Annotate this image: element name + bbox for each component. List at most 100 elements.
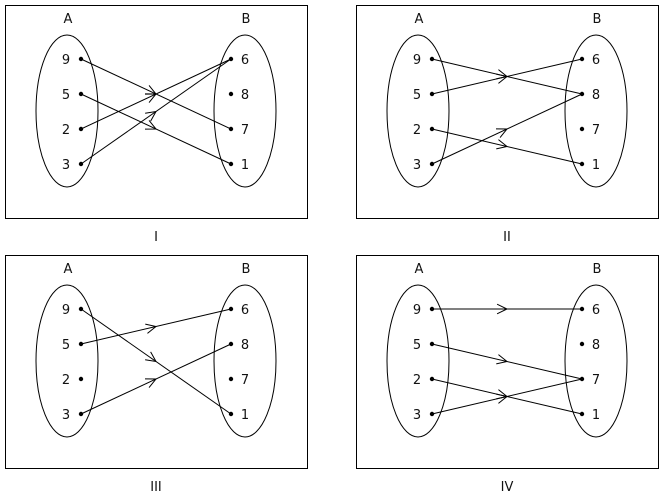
set-b-element: 6 bbox=[592, 53, 600, 68]
set-a-element: 2 bbox=[413, 373, 421, 388]
set-b-element: 8 bbox=[592, 88, 600, 103]
set-b-element: 6 bbox=[241, 303, 249, 318]
arrowhead bbox=[145, 323, 158, 334]
element-dot bbox=[228, 126, 234, 132]
element-dot bbox=[429, 91, 435, 97]
set-a-element: 3 bbox=[413, 408, 421, 423]
element-dot bbox=[579, 306, 585, 312]
element-dot bbox=[579, 411, 585, 417]
set-a-ellipse bbox=[35, 284, 99, 438]
element-dot bbox=[78, 411, 84, 417]
element-dot bbox=[228, 56, 234, 62]
element-dot bbox=[78, 341, 84, 347]
set-a-element: 9 bbox=[413, 53, 421, 68]
set-b-element: 7 bbox=[592, 123, 600, 138]
set-b-label: B bbox=[242, 12, 251, 27]
set-b-label: B bbox=[593, 12, 602, 27]
panel-frame bbox=[356, 5, 659, 219]
set-a-label: A bbox=[64, 262, 73, 277]
set-a-element: 5 bbox=[62, 338, 70, 353]
set-b-element: 8 bbox=[592, 338, 600, 353]
element-dot bbox=[579, 376, 585, 382]
set-a-element: 5 bbox=[62, 88, 70, 103]
set-b-element: 8 bbox=[241, 88, 249, 103]
element-dot bbox=[579, 56, 585, 62]
arrowhead bbox=[495, 128, 509, 138]
panel-frame bbox=[5, 255, 308, 469]
arrowhead bbox=[145, 351, 157, 363]
panel-caption: I bbox=[154, 230, 158, 245]
set-b-element: 8 bbox=[241, 338, 249, 353]
set-a-element: 5 bbox=[413, 88, 421, 103]
set-b-element: 6 bbox=[241, 53, 249, 68]
set-a-label: A bbox=[64, 12, 73, 27]
element-dot bbox=[78, 126, 84, 132]
set-b-element: 1 bbox=[241, 158, 249, 173]
arrowhead bbox=[496, 73, 509, 84]
element-dot bbox=[429, 306, 435, 312]
element-dot bbox=[228, 411, 234, 417]
set-b-ellipse bbox=[213, 284, 277, 438]
panel-frame bbox=[5, 5, 308, 219]
set-a-element: 3 bbox=[62, 158, 70, 173]
element-dot bbox=[228, 341, 234, 347]
element-dot bbox=[78, 91, 84, 97]
diagram-panel-4: A B 9 5 2 3 6 8 7 1IV bbox=[356, 255, 659, 495]
set-b-label: B bbox=[242, 262, 251, 277]
panel-caption: IV bbox=[501, 480, 514, 495]
set-b-label: B bbox=[593, 262, 602, 277]
set-a-element: 2 bbox=[62, 373, 70, 388]
element-dot bbox=[228, 306, 234, 312]
element-dot bbox=[429, 411, 435, 417]
set-b-element: 1 bbox=[592, 158, 600, 173]
set-a-element: 2 bbox=[413, 123, 421, 138]
set-b-element: 7 bbox=[592, 373, 600, 388]
element-dot bbox=[228, 161, 234, 167]
set-a-element: 5 bbox=[413, 338, 421, 353]
element-dot bbox=[579, 341, 585, 347]
element-dot bbox=[78, 306, 84, 312]
arrowhead bbox=[144, 378, 158, 388]
element-dot bbox=[78, 161, 84, 167]
element-dot bbox=[429, 341, 435, 347]
element-dot bbox=[228, 376, 234, 382]
set-b-element: 7 bbox=[241, 373, 249, 388]
element-dot bbox=[579, 126, 585, 132]
set-a-element: 9 bbox=[413, 303, 421, 318]
set-b-ellipse bbox=[213, 34, 277, 188]
set-a-element: 2 bbox=[62, 123, 70, 138]
panel-caption: II bbox=[503, 230, 511, 245]
set-a-ellipse bbox=[386, 284, 450, 438]
panel-caption: III bbox=[150, 480, 162, 495]
arrowhead bbox=[144, 120, 158, 130]
set-b-ellipse bbox=[564, 284, 628, 438]
set-a-element: 9 bbox=[62, 303, 70, 318]
set-b-element: 6 bbox=[592, 303, 600, 318]
arrowhead bbox=[496, 393, 509, 404]
set-a-label: A bbox=[415, 262, 424, 277]
set-b-ellipse bbox=[564, 34, 628, 188]
element-dot bbox=[579, 161, 585, 167]
arrowhead bbox=[496, 354, 509, 365]
set-a-ellipse bbox=[35, 34, 99, 188]
set-b-element: 1 bbox=[592, 408, 600, 423]
element-dot bbox=[78, 376, 84, 382]
element-dot bbox=[78, 56, 84, 62]
set-a-label: A bbox=[415, 12, 424, 27]
element-dot bbox=[429, 161, 435, 167]
element-dot bbox=[228, 91, 234, 97]
element-dot bbox=[429, 126, 435, 132]
arrowhead bbox=[496, 139, 509, 150]
element-dot bbox=[429, 56, 435, 62]
set-a-element: 3 bbox=[62, 408, 70, 423]
set-a-ellipse bbox=[386, 34, 450, 188]
element-dot bbox=[579, 91, 585, 97]
arrowhead bbox=[496, 303, 509, 315]
element-dot bbox=[429, 376, 435, 382]
set-a-element: 9 bbox=[62, 53, 70, 68]
arrowhead bbox=[144, 93, 158, 103]
